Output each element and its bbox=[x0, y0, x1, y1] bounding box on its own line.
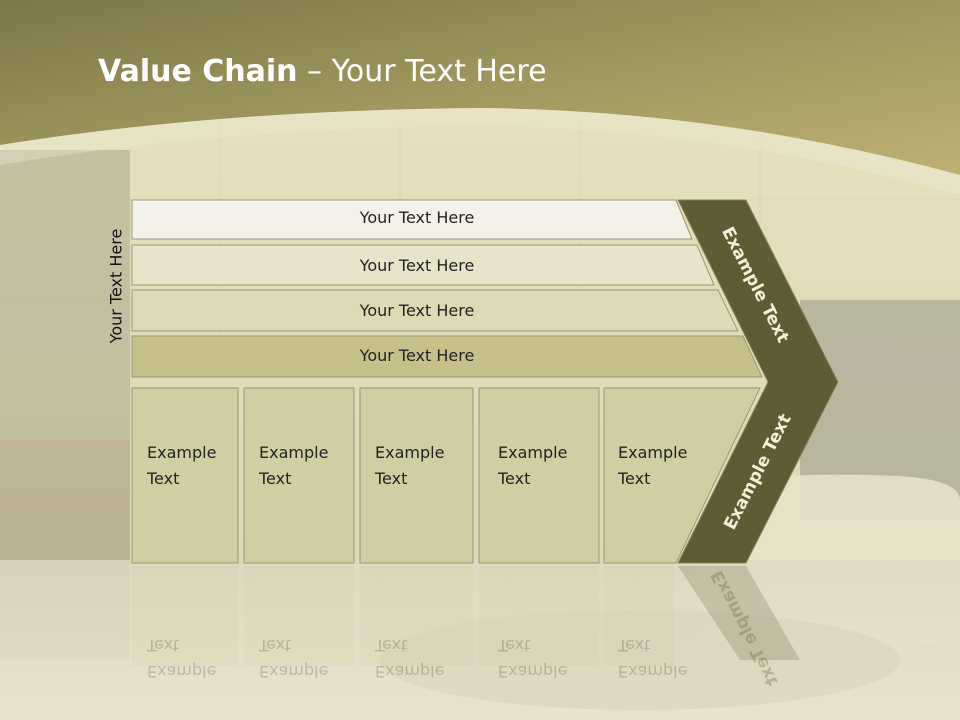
bar-3-label: Your Text Here bbox=[359, 301, 475, 320]
title-rest: – Your Text Here bbox=[297, 54, 547, 89]
bar-1-label: Your Text Here bbox=[359, 208, 475, 227]
bar-2-label: Your Text Here bbox=[359, 256, 475, 275]
side-label-text: Your Text Here bbox=[106, 228, 126, 344]
bar-4-label: Your Text Here bbox=[359, 346, 475, 365]
title-bold: Value Chain bbox=[98, 54, 298, 89]
slide-title: Value Chain – Your Text Here bbox=[98, 54, 547, 89]
